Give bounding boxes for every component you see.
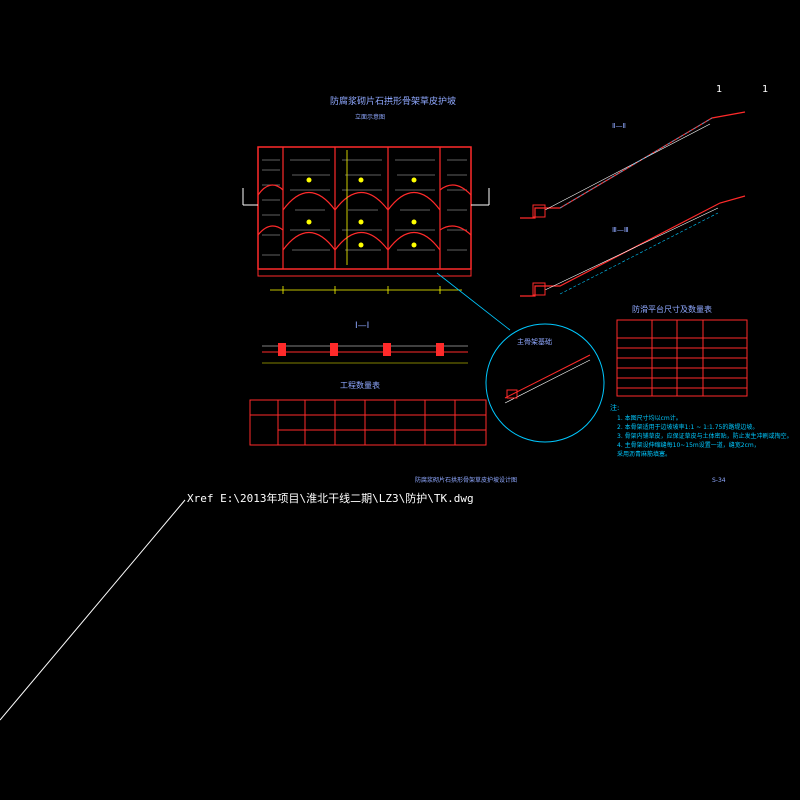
section-marker-2: 1	[762, 84, 768, 95]
bottom-title: 防腐浆砌片石拱形骨架草皮护坡设计图	[415, 476, 517, 484]
slope-b-label: Ⅲ—Ⅲ	[612, 226, 629, 234]
section-view	[262, 343, 468, 364]
slope-a-label: Ⅱ—Ⅱ	[612, 122, 626, 130]
detail-callout	[436, 272, 605, 443]
slope-section-b	[520, 195, 746, 297]
quantity-table	[249, 399, 487, 446]
svg-text:采用沥青麻筋填塞。: 采用沥青麻筋填塞。	[617, 450, 671, 458]
slope-section-a	[520, 111, 746, 219]
elevation-title: 防腐浆砌片石拱形骨架草皮护坡	[330, 95, 456, 107]
sheet-number: S-34	[712, 477, 726, 484]
xref-label: Xref E:\2013年项目\淮北干线二期\LZ3\防护\TK.dwg	[187, 491, 474, 505]
svg-text:2. 本骨架适用于边坡坡率1:1 ~ 1:1.75的路堤边坡: 2. 本骨架适用于边坡坡率1:1 ~ 1:1.75的路堤边坡。	[617, 423, 758, 431]
section-marker-1: 1	[716, 84, 722, 95]
elevation-view	[242, 146, 490, 294]
xref-leader-line	[0, 499, 186, 721]
dim-table	[616, 319, 748, 397]
notes-title: 注:	[610, 403, 619, 412]
svg-text:1. 本图尺寸均以cm计。: 1. 本图尺寸均以cm计。	[617, 414, 682, 422]
notes: 1. 本图尺寸均以cm计。 2. 本骨架适用于边坡坡率1:1 ~ 1:1.75的…	[617, 414, 793, 458]
elevation-subtitle: 立面示意图	[355, 113, 385, 121]
svg-text:4. 主骨架设伸缩缝每10~15m设置一道，缝宽2cm，: 4. 主骨架设伸缩缝每10~15m设置一道，缝宽2cm，	[617, 441, 760, 449]
quantity-table-title: 工程数量表	[340, 380, 380, 390]
detail-title: 主骨架基础	[517, 337, 552, 346]
section-view-title: Ⅰ—Ⅰ	[355, 321, 369, 331]
dim-table-title: 防滑平台尺寸及数量表	[632, 304, 712, 314]
svg-text:3. 骨架内铺草皮，应保证草皮与土体密贴，防止发生冲刷或掏空: 3. 骨架内铺草皮，应保证草皮与土体密贴，防止发生冲刷或掏空。	[617, 432, 793, 440]
